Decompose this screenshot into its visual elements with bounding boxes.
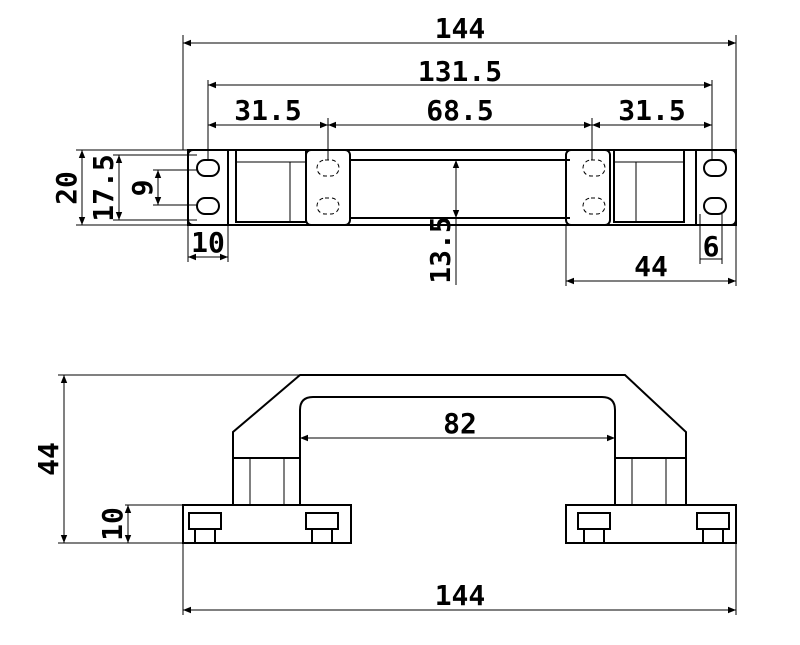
dim-left-offset: 31.5 <box>234 94 301 127</box>
dimension-lines-side <box>60 375 736 614</box>
screw-heads <box>188 512 730 544</box>
extension-lines-top <box>76 35 737 286</box>
dimension-lines-top <box>78 39 736 285</box>
extension-lines-side <box>58 374 737 615</box>
handle-inner-opening <box>299 396 616 458</box>
top-view: 144 131.5 31.5 68.5 31.5 20 17.5 9 10 13… <box>50 12 737 286</box>
dim-right-offset: 31.5 <box>618 94 685 127</box>
handle-legs <box>233 457 686 505</box>
dim-overall-width-side: 144 <box>435 579 486 612</box>
dim-overall-height-side: 44 <box>32 442 65 476</box>
dim-bar-thickness: 13.5 <box>424 216 457 283</box>
dim-base-height: 10 <box>96 507 129 541</box>
mounting-slots-solid <box>196 159 727 215</box>
dim-center-span: 68.5 <box>426 94 493 127</box>
dim-hole-span: 131.5 <box>418 55 502 88</box>
handle-bar-top <box>187 149 737 226</box>
dim-base-width-left: 10 <box>191 226 225 259</box>
mounting-slots-hidden <box>316 159 606 215</box>
dim-overall-width-top: 144 <box>435 12 486 45</box>
dim-slot-pitch: 9 <box>126 180 159 197</box>
dim-base-width-right: 44 <box>634 250 668 283</box>
dim-height-top: 20 <box>50 171 83 205</box>
handle-outer-profile <box>232 374 687 505</box>
dim-slot-width: 6 <box>703 230 720 263</box>
dim-slot-height: 17.5 <box>87 154 120 221</box>
base-plates <box>182 504 737 544</box>
right-end-block <box>565 149 737 226</box>
dim-inner-span: 82 <box>443 407 477 440</box>
side-view: 82 44 10 144 <box>32 374 737 615</box>
left-end-block <box>187 149 351 226</box>
